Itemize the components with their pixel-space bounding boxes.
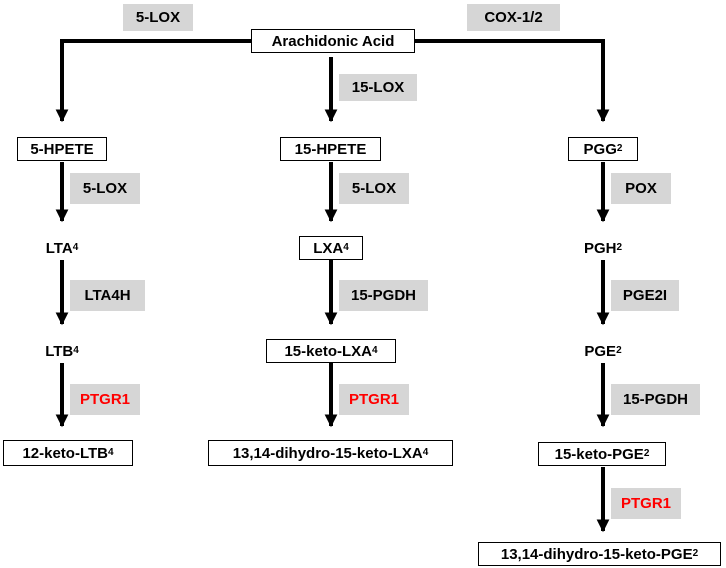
enzyme-5-lox: 5-LOX [70, 173, 140, 204]
node-label: Arachidonic Acid [271, 32, 395, 50]
enzyme-pge2i: PGE2I [611, 280, 679, 311]
enzyme-ptgr1-15lox: PTGR1 [339, 384, 409, 415]
node-arachidonic-acid: Arachidonic Acid [251, 29, 415, 53]
enzyme-cox-top: COX-1/2 [467, 4, 560, 31]
enzyme-5-lox-top: 5-LOX [123, 4, 193, 31]
enzyme-15-pgdh-cox: 15-PGDH [611, 384, 700, 415]
node-5-hpete: 5-HPETE [17, 137, 107, 161]
enzyme-5-lox-2: 5-LOX [339, 173, 409, 204]
node-15-hpete: 15-HPETE [280, 137, 381, 161]
enzyme-ptgr1-cox: PTGR1 [611, 488, 681, 519]
enzyme-ptgr1-5lox: PTGR1 [70, 384, 140, 415]
enzyme-pox: POX [611, 173, 671, 204]
enzyme-15-pgdh-lox: 15-PGDH [339, 280, 428, 311]
enzyme-lta4h: LTA4H [70, 280, 145, 311]
enzyme-15-lox-top: 15-LOX [339, 74, 417, 101]
